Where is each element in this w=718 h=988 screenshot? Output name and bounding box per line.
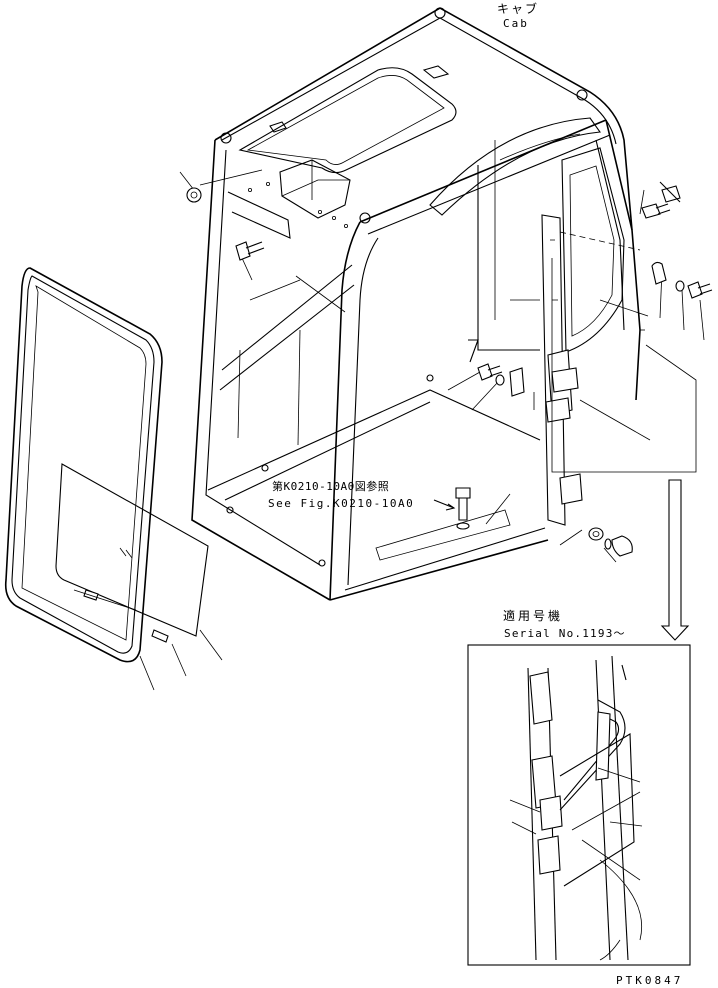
leader-lines xyxy=(73,169,705,691)
cab-frame xyxy=(191,7,641,601)
figure-code: PTK0847 xyxy=(616,974,684,987)
fasteners xyxy=(186,181,713,557)
serial-label-jp: 適用号機 xyxy=(503,609,564,623)
window-glass-assembly xyxy=(4,267,209,663)
cab-label-jp: キャブ xyxy=(497,2,540,16)
figure-ref-label-jp: 第K0210-10A0図参照 xyxy=(272,480,390,493)
detail-arrow xyxy=(660,479,690,641)
serial-label-en: Serial No.1193～ xyxy=(504,627,626,640)
cab-label-en: Cab xyxy=(503,17,529,30)
figure-ref-label-en: See Fig.K0210-10A0 xyxy=(268,497,415,510)
detail-inset xyxy=(467,644,691,966)
